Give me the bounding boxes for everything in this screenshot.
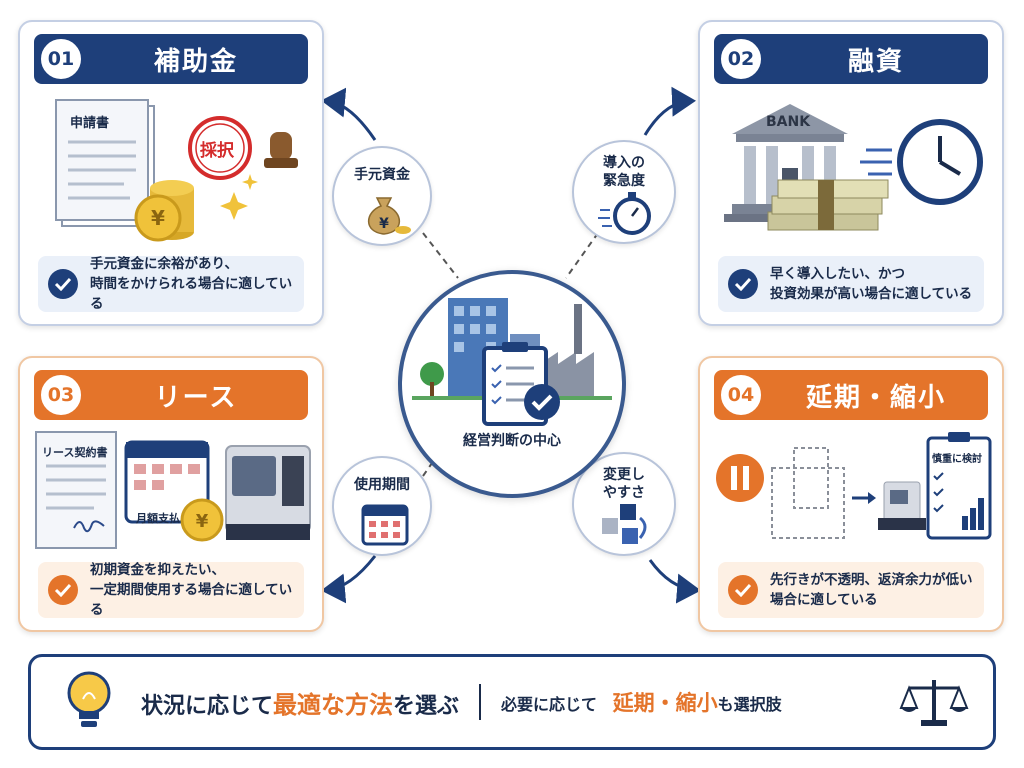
dash-line-urgency [565, 232, 599, 279]
card-title: 融資 [847, 46, 904, 77]
footer-main-message: 状況に応じて最適な方法を選ぶ [141, 685, 459, 720]
bubble-label-line-2: やすさ [603, 485, 645, 501]
bubble-flexibility: 変更し やすさ [572, 452, 676, 556]
description-line-1: 早く導入したい、かつ [770, 266, 905, 282]
lightbulb-icon [67, 671, 111, 727]
contract-machine-icon: ¥ [35, 431, 311, 549]
subsidy-illustration: ¥ 申請書 採択 [34, 92, 308, 252]
card-number: 04 [718, 372, 764, 418]
arrow-to-subsidy [321, 87, 377, 141]
check-icon [48, 269, 78, 299]
description-text: 手元資金に余裕があり、 時間をかけられる場合に適している [90, 254, 304, 314]
card-header: 03 リース [34, 370, 308, 420]
stopwatch-icon [598, 192, 651, 235]
document-stamp-icon: ¥ [55, 99, 298, 242]
card-postpone: 04 延期・縮小 慎重に検討 先行きが不透明、返済余力が低い 場合に適している [698, 356, 1004, 632]
card-description: 早く導入したい、かつ 投資効果が高い場合に適している [718, 256, 984, 312]
description-line-1: 初期資金を抑えたい、 [90, 562, 225, 578]
card-number: 02 [718, 36, 764, 82]
bubble-funds: 手元資金 ¥ [332, 146, 432, 246]
bubble-label: 手元資金 [354, 167, 410, 183]
card-lease: 03 リース ¥ リース契約書 月額支払 初期資金を抑えたい、 一定期間使用する… [18, 356, 324, 632]
description-line-2: 時間をかけられる場合に適している [90, 276, 293, 312]
card-loan: 02 融資 BANK 早く導入したい、かつ 投資効果が高い場合に適している [698, 20, 1004, 326]
loan-illustration: BANK [714, 92, 988, 252]
stamp-label: 採択 [200, 141, 234, 161]
swap-arrow-icon [602, 504, 647, 544]
description-line-2: 投資効果が高い場合に適している [770, 286, 973, 302]
bubble-period: 使用期間 [332, 456, 432, 556]
description-line-2: 場合に適している [770, 592, 878, 608]
card-title: 補助金 [153, 46, 238, 77]
card-description: 手元資金に余裕があり、 時間をかけられる場合に適している [38, 256, 304, 312]
bubble-label: 変更し やすさ [574, 466, 674, 502]
footer-sub-text: 必要に応じて [501, 695, 598, 714]
bank-label: BANK [766, 114, 811, 130]
bank-clock-icon [724, 104, 983, 231]
footer-divider [479, 684, 482, 720]
footer-sub-message: 必要に応じて 延期・縮小も選択肢 [501, 687, 782, 717]
calendar-icon [361, 504, 409, 546]
svg-text:¥: ¥ [151, 206, 165, 230]
footer-text-part: を選ぶ [393, 693, 460, 719]
contract-label: リース契約書 [42, 446, 108, 459]
bubble-label: 使用期間 [354, 477, 410, 493]
description-line-1: 先行きが不透明、返済余力が低い [770, 572, 973, 588]
bubble-label-line-2: 緊急度 [603, 173, 645, 189]
footer-banner: 状況に応じて最適な方法を選ぶ 必要に応じて 延期・縮小も選択肢 [28, 654, 996, 750]
card-subsidy: 01 補助金 ¥ 申請書 採択 手元資金に余裕があり、 時間をかけられる場合に適… [18, 20, 324, 326]
center-hub: 経営判断の中心 [398, 270, 626, 498]
bubble-label-line-1: 変更し [603, 467, 645, 483]
svg-text:¥: ¥ [196, 511, 209, 532]
description-text: 早く導入したい、かつ 投資効果が高い場合に適している [770, 264, 972, 304]
postpone-illustration: 慎重に検討 [714, 428, 992, 556]
description-line-2: 一定期間使用する場合に適している [90, 582, 293, 618]
footer-highlight: 最適な方法 [273, 690, 394, 719]
arrow-to-loan [643, 86, 696, 136]
dash-line-funds [422, 232, 459, 279]
arrow-to-lease [321, 555, 377, 604]
footer-sub-highlight: 延期・縮小 [612, 691, 718, 715]
footer-text-part: 状況に応じて [141, 693, 274, 719]
card-header: 01 補助金 [34, 34, 308, 84]
money-bag-icon: ¥ [367, 197, 411, 235]
center-label: 経営判断の中心 [463, 433, 561, 449]
card-title: 延期・縮小 [805, 382, 946, 413]
bubble-label: 導入の 緊急度 [574, 154, 674, 190]
description-text: 先行きが不透明、返済余力が低い 場合に適している [770, 570, 973, 610]
check-icon [728, 269, 758, 299]
document-label: 申請書 [70, 116, 110, 131]
card-description: 先行きが不透明、返済余力が低い 場合に適している [718, 562, 984, 618]
card-header: 02 融資 [714, 34, 988, 84]
card-header: 04 延期・縮小 [714, 370, 988, 420]
card-title: リース [154, 382, 238, 413]
check-icon [728, 575, 758, 605]
svg-text:¥: ¥ [379, 216, 389, 232]
arrow-to-postpone [648, 559, 701, 604]
calendar-label: 月額支払 [136, 512, 180, 525]
description-text: 初期資金を抑えたい、 一定期間使用する場合に適している [90, 560, 304, 620]
pause-machine-icon [716, 432, 992, 540]
bubble-urgency: 導入の 緊急度 [572, 140, 676, 244]
description-line-1: 手元資金に余裕があり、 [90, 256, 238, 272]
bubble-label-line-1: 導入の [603, 155, 645, 171]
building-checklist-icon [412, 298, 612, 426]
card-description: 初期資金を抑えたい、 一定期間使用する場合に適している [38, 562, 304, 618]
clipboard-label: 慎重に検討 [932, 454, 982, 465]
check-icon [48, 575, 78, 605]
lease-illustration: ¥ リース契約書 月額支払 [34, 428, 311, 556]
card-number: 03 [38, 372, 84, 418]
scales-icon [899, 680, 969, 726]
footer-sub-text: も選択肢 [717, 695, 782, 714]
card-number: 01 [38, 36, 84, 82]
